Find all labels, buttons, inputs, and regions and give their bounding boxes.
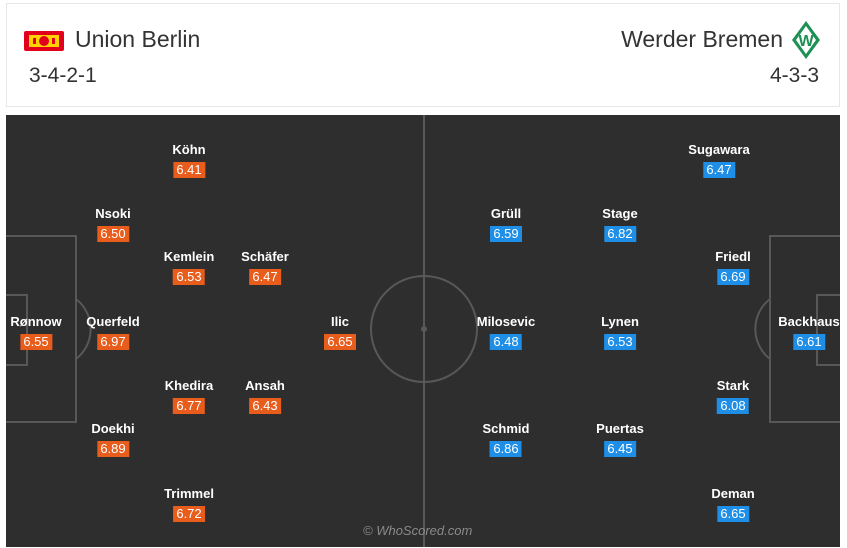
player-kemlein[interactable]: Kemlein 6.53 xyxy=(163,249,215,285)
player-kohn[interactable]: Köhn 6.41 xyxy=(172,142,206,178)
away-team-name[interactable]: Werder Bremen xyxy=(621,26,783,52)
player-schafer[interactable]: Schäfer 6.47 xyxy=(241,249,289,285)
player-nsoki[interactable]: Nsoki 6.50 xyxy=(95,206,131,242)
player-name: Stage xyxy=(602,206,638,221)
player-rating: 6.50 xyxy=(97,226,129,242)
pitch: Köhn 6.41 Nsoki 6.50 Kemlein 6.53 Schäfe… xyxy=(6,115,840,547)
svg-text:W: W xyxy=(798,33,814,50)
player-milosevic[interactable]: Milosevic 6.48 xyxy=(476,314,536,350)
player-khedira[interactable]: Khedira 6.77 xyxy=(165,378,213,414)
player-ansah[interactable]: Ansah 6.43 xyxy=(245,378,285,414)
pitch-markings xyxy=(6,115,840,547)
player-rating: 6.77 xyxy=(173,398,205,414)
whoscored-watermark: © WhoScored.com xyxy=(363,523,473,538)
player-ronnow[interactable]: Rønnow 6.55 xyxy=(10,314,62,350)
player-rating: 6.45 xyxy=(603,441,636,457)
player-name: Ilic xyxy=(330,314,350,329)
match-header: Union Berlin 3-4-2-1 Werder Bremen 4-3-3… xyxy=(6,3,840,107)
player-name: Friedl xyxy=(715,249,751,264)
player-name: Backhaus xyxy=(778,314,840,329)
player-puertas[interactable]: Puertas 6.45 xyxy=(596,421,644,457)
player-name: Trimmel xyxy=(164,486,214,501)
player-lynen[interactable]: Lynen 6.53 xyxy=(601,314,639,350)
player-rating: 6.55 xyxy=(19,334,52,350)
player-grull[interactable]: Grüll 6.59 xyxy=(490,206,522,242)
player-rating: 6.59 xyxy=(490,226,522,242)
player-rating: 6.43 xyxy=(248,398,281,414)
player-name: Ansah xyxy=(245,378,285,393)
player-querfeld[interactable]: Querfeld 6.97 xyxy=(86,314,140,350)
player-sugawara[interactable]: Sugawara 6.47 xyxy=(688,142,750,178)
player-rating: 6.86 xyxy=(490,441,522,457)
player-schmid[interactable]: Schmid 6.86 xyxy=(482,421,530,457)
player-rating: 6.48 xyxy=(490,334,522,350)
player-rating: 6.65 xyxy=(716,506,749,522)
player-name: Stark xyxy=(716,378,750,393)
player-friedl[interactable]: Friedl 6.69 xyxy=(715,249,751,285)
player-trimmel[interactable]: Trimmel 6.72 xyxy=(164,486,214,522)
player-rating: 6.97 xyxy=(97,334,129,350)
player-rating: 6.69 xyxy=(717,269,749,285)
home-team-name[interactable]: Union Berlin xyxy=(75,26,201,52)
player-doekhi[interactable]: Doekhi 6.89 xyxy=(91,421,135,457)
player-name: Grüll xyxy=(490,206,522,221)
player-name: Puertas xyxy=(596,421,644,436)
player-name: Sugawara xyxy=(688,142,750,157)
player-name: Querfeld xyxy=(86,314,140,329)
player-name: Milosevic xyxy=(476,314,536,329)
union-berlin-badge-icon xyxy=(24,31,64,51)
werder-bremen-badge-icon: W xyxy=(792,21,820,59)
player-name: Deman xyxy=(711,486,755,501)
player-name: Nsoki xyxy=(95,206,131,221)
player-name: Rønnow xyxy=(10,314,62,329)
player-backhaus[interactable]: Backhaus 6.61 xyxy=(778,314,840,350)
player-stage[interactable]: Stage 6.82 xyxy=(602,206,638,242)
player-rating: 6.65 xyxy=(324,334,356,350)
player-rating: 6.41 xyxy=(173,162,205,178)
player-stark[interactable]: Stark 6.08 xyxy=(716,378,750,414)
player-name: Lynen xyxy=(601,314,639,329)
player-rating: 6.08 xyxy=(717,398,749,414)
player-name: Schäfer xyxy=(241,249,289,264)
player-ilic[interactable]: Ilic 6.65 xyxy=(324,314,356,350)
player-rating: 6.82 xyxy=(604,226,636,242)
player-name: Kemlein xyxy=(163,249,215,264)
player-rating: 6.47 xyxy=(702,162,735,178)
player-name: Khedira xyxy=(164,378,214,393)
home-formation: 3-4-2-1 xyxy=(29,64,97,87)
player-name: Köhn xyxy=(172,142,206,157)
player-name: Schmid xyxy=(482,421,530,436)
player-rating: 6.72 xyxy=(172,506,205,522)
player-deman[interactable]: Deman 6.65 xyxy=(711,486,755,522)
player-rating: 6.47 xyxy=(248,269,281,285)
player-name: Doekhi xyxy=(91,421,135,436)
away-formation: 4-3-3 xyxy=(769,64,819,87)
player-rating: 6.53 xyxy=(172,269,205,285)
player-rating: 6.61 xyxy=(792,334,825,350)
player-rating: 6.89 xyxy=(97,441,129,457)
player-rating: 6.53 xyxy=(604,334,636,350)
